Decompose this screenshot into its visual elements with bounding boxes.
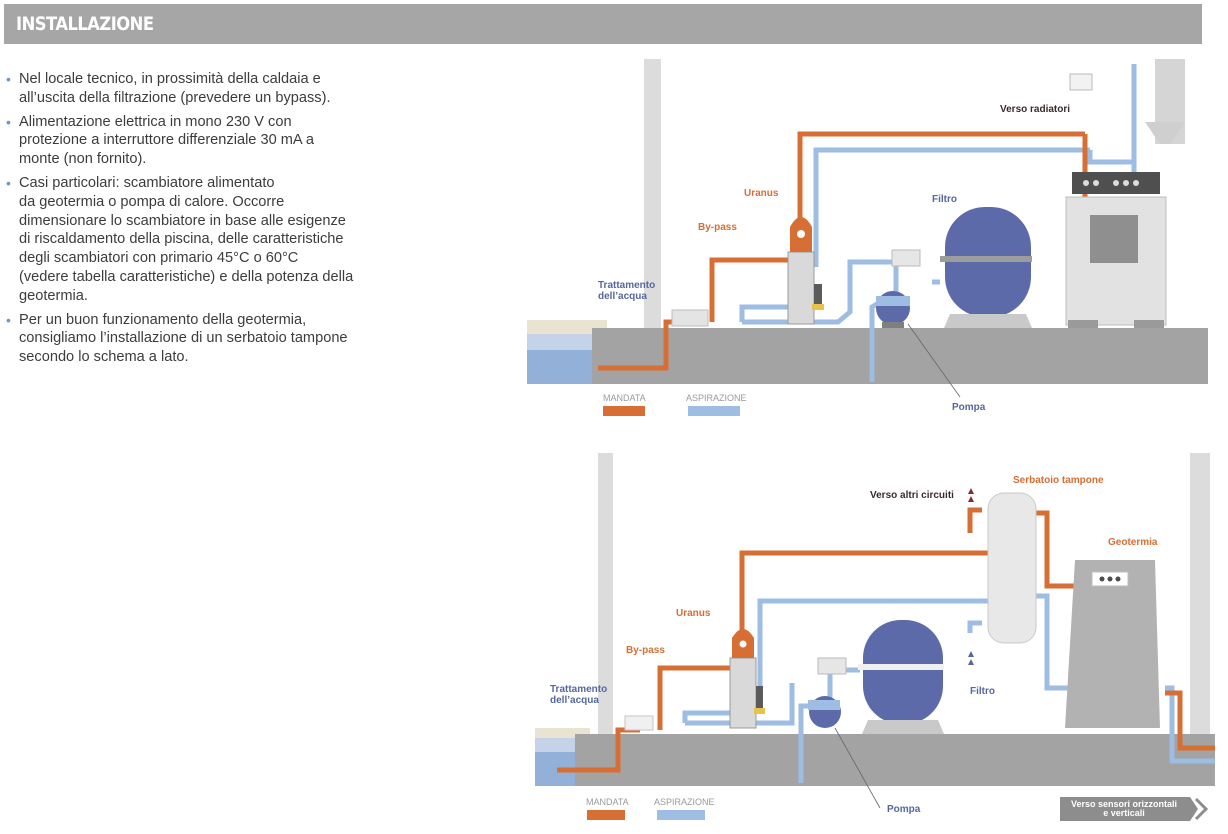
- label-trattamento: Trattamento: [550, 684, 607, 695]
- bullet-item: •Alimentazione elettrica in mono 230 V c…: [6, 113, 315, 168]
- legend-aspirazione-swatch: [657, 810, 705, 820]
- wall-right: [1190, 453, 1210, 735]
- wall-left: [644, 59, 661, 329]
- label-verso-altri-circuiti: Verso altri circuiti: [870, 490, 954, 501]
- pool-water: [527, 350, 597, 384]
- floor: [575, 734, 1215, 786]
- label-verso-radiatori: Verso radiatori: [1000, 104, 1070, 115]
- pool-deck: [527, 320, 607, 334]
- legend-mandata-label: MANDATA: [603, 393, 646, 403]
- pool-water-top: [527, 334, 597, 350]
- bullet-item: •Per un buon funzionamento della geoterm…: [6, 311, 348, 366]
- label-filtro: Filtro: [970, 686, 995, 697]
- label-geotermia: Geotermia: [1108, 537, 1158, 548]
- bullet-dot-icon: •: [6, 311, 11, 328]
- legend-mandata-swatch: [603, 406, 645, 416]
- label-uranus: Uranus: [744, 188, 779, 199]
- bullet-dot-icon: •: [6, 174, 11, 191]
- legend-mandata-swatch: [587, 810, 625, 820]
- installation-notes: •Nel locale tecnico, in prossimità della…: [6, 70, 406, 372]
- label-bypass: By-pass: [626, 645, 665, 656]
- label-filtro: Filtro: [932, 194, 957, 205]
- label-pompa: Pompa: [952, 402, 986, 413]
- next-section-label: Verso sensori orizzontali e verticali: [1070, 799, 1178, 818]
- bullet-dot-icon: •: [6, 71, 11, 87]
- section-title: INSTALLAZIONE: [16, 13, 154, 35]
- chevron-right-icon: [1060, 797, 1209, 821]
- label-pompa: Pompa: [887, 804, 921, 815]
- label-uranus: Uranus: [676, 608, 711, 619]
- water-treatment-unit: [624, 715, 654, 731]
- diagram-boiler-installation: Verso radiatori Uranus By-pass Filtro Tr…: [527, 59, 1208, 416]
- label-serbatoio-tampone: Serbatoio tampone: [1013, 475, 1104, 486]
- legend-aspirazione-label: ASPIRAZIONE: [654, 797, 715, 807]
- uranus-exchanger: [787, 251, 815, 325]
- water-treatment-unit: [671, 309, 709, 327]
- buffer-tank: [987, 492, 1037, 644]
- sand-filter: [863, 620, 943, 724]
- bullet-item: •Casi particolari: scambiatore alimentat…: [6, 174, 354, 304]
- legend-aspirazione-label: ASPIRAZIONE: [686, 393, 747, 403]
- wall-left: [598, 453, 613, 735]
- legend-mandata-label: MANDATA: [586, 797, 629, 807]
- geothermal-heat-pump: [1065, 560, 1160, 728]
- bullet-item: •Nel locale tecnico, in prossimità della…: [6, 71, 331, 106]
- next-section-link[interactable]: Verso sensori orizzontali e verticali: [1060, 797, 1210, 821]
- label-trattamento-line2: dell’acqua: [550, 695, 599, 706]
- floor: [592, 328, 1208, 384]
- legend-aspirazione-swatch: [688, 406, 740, 416]
- section-header: INSTALLAZIONE: [4, 4, 1202, 44]
- label-bypass: By-pass: [698, 222, 737, 233]
- label-trattamento-line2: dell’acqua: [598, 291, 647, 302]
- uranus-exchanger: [729, 657, 757, 729]
- other-circuits-arrows: [968, 488, 974, 502]
- diagram-geothermal-installation: Verso altri circuiti Serbatoio tampone G…: [535, 453, 1215, 820]
- label-trattamento: Trattamento: [598, 280, 655, 291]
- bullet-dot-icon: •: [6, 113, 11, 130]
